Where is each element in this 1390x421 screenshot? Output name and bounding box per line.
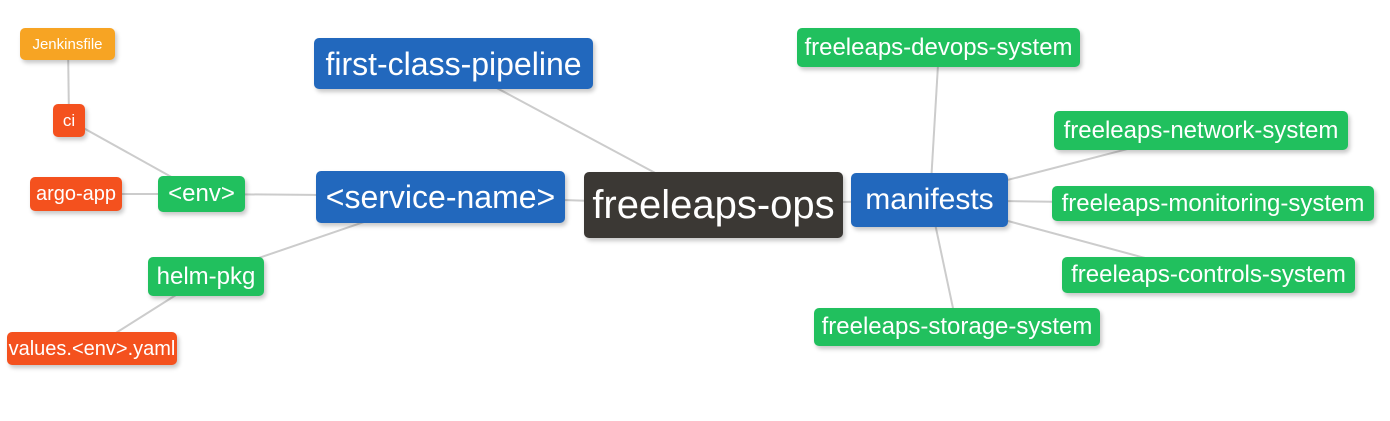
node-freeleaps-network-system[interactable]: freeleaps-network-system — [1054, 111, 1348, 150]
node-helm-pkg[interactable]: helm-pkg — [148, 257, 264, 296]
node-freeleaps-devops-system[interactable]: freeleaps-devops-system — [797, 28, 1080, 67]
node-first-class-pipeline[interactable]: first-class-pipeline — [314, 38, 593, 89]
node-freeleaps-controls-system[interactable]: freeleaps-controls-system — [1062, 257, 1355, 293]
node-freeleaps-storage-system[interactable]: freeleaps-storage-system — [814, 308, 1100, 346]
node-values-env-yaml[interactable]: values.<env>.yaml — [7, 332, 177, 365]
node-ci[interactable]: ci — [53, 104, 85, 137]
node-service-name[interactable]: <service-name> — [316, 171, 565, 223]
node-argo-app[interactable]: argo-app — [30, 177, 122, 211]
node-manifests[interactable]: manifests — [851, 173, 1008, 227]
node-jenkinsfile[interactable]: Jenkinsfile — [20, 28, 115, 60]
node-freeleaps-monitoring-system[interactable]: freeleaps-monitoring-system — [1052, 186, 1374, 221]
node-env[interactable]: <env> — [158, 176, 245, 212]
node-freeleaps-ops[interactable]: freeleaps-ops — [584, 172, 843, 238]
